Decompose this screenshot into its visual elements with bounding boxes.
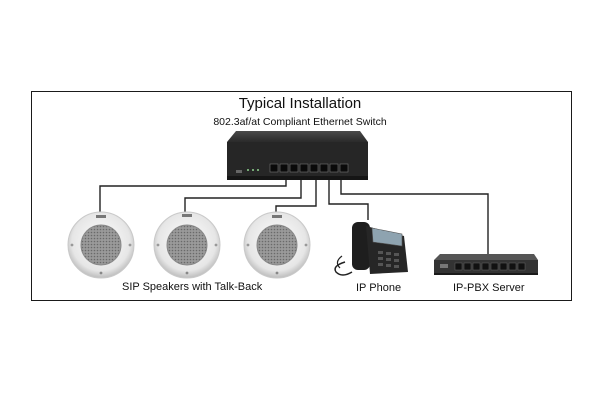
cable-pbx [340, 178, 489, 254]
ethernet-switch-icon [227, 131, 368, 180]
diagram-title: Typical Installation [238, 95, 362, 112]
ceiling-speaker-icon [243, 211, 311, 279]
diagram-subtitle: 802.3af/at Compliant Ethernet Switch [213, 116, 387, 128]
speakers-label: SIP Speakers with Talk-Back [122, 281, 263, 293]
ip-phone-icon [334, 222, 408, 276]
cable-phone [328, 178, 369, 220]
cables [99, 178, 489, 254]
ceiling-speaker-icon [153, 211, 221, 279]
cable-speaker-1 [99, 178, 287, 214]
cable-speaker-2 [184, 178, 302, 212]
diagram-frame [31, 91, 572, 301]
pbx-label: IP-PBX Server [453, 282, 525, 294]
ceiling-speaker-icon [67, 211, 135, 279]
ip-pbx-server-icon [434, 254, 538, 275]
phone-label: IP Phone [356, 282, 402, 294]
cable-speaker-3 [275, 178, 317, 214]
